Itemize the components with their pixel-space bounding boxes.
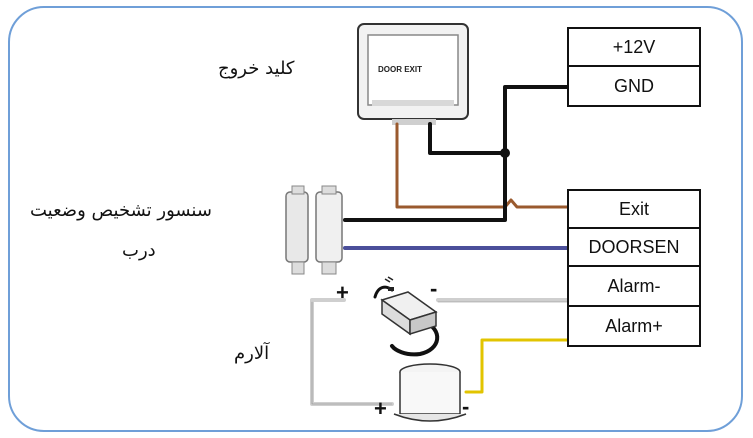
wire-brown — [395, 122, 569, 209]
terminal-doorsen: DOORSEN — [567, 227, 701, 267]
wire-black-button — [428, 122, 507, 155]
door-sensor — [285, 185, 343, 275]
alarm-label: آلارم — [234, 343, 270, 364]
adapter-minus-sign: - — [430, 276, 438, 301]
rounded-frame — [8, 6, 743, 432]
terminal-alarm-plus: Alarm+ — [567, 305, 701, 347]
terminal-alarm-minus: Alarm- — [567, 265, 701, 307]
adapter-plus-sign: + — [336, 280, 349, 305]
terminal-gnd: GND — [567, 65, 701, 107]
wire-black-gnd — [503, 85, 569, 155]
siren — [393, 363, 467, 422]
siren-minus-sign: - — [462, 394, 470, 419]
junction-dot — [500, 148, 510, 158]
siren-plus-sign: + — [374, 396, 387, 421]
wire-black-sensor — [343, 151, 507, 222]
terminal-12v: +12V — [567, 27, 701, 67]
door-sensor-label: سنسور تشخیص وضعیت — [30, 200, 212, 221]
wire-yellow — [464, 338, 569, 394]
power-adapter — [380, 276, 438, 336]
adapter-cable-2 — [390, 318, 440, 357]
wire-white-alarm-plus — [310, 298, 394, 406]
door-exit-button — [357, 23, 469, 125]
exit-key-label: کلید خروج — [218, 58, 295, 79]
door-sensor-label-2: درب — [122, 240, 156, 261]
terminal-exit: Exit — [567, 189, 701, 229]
door-exit-text: DOOR EXIT — [378, 65, 423, 74]
